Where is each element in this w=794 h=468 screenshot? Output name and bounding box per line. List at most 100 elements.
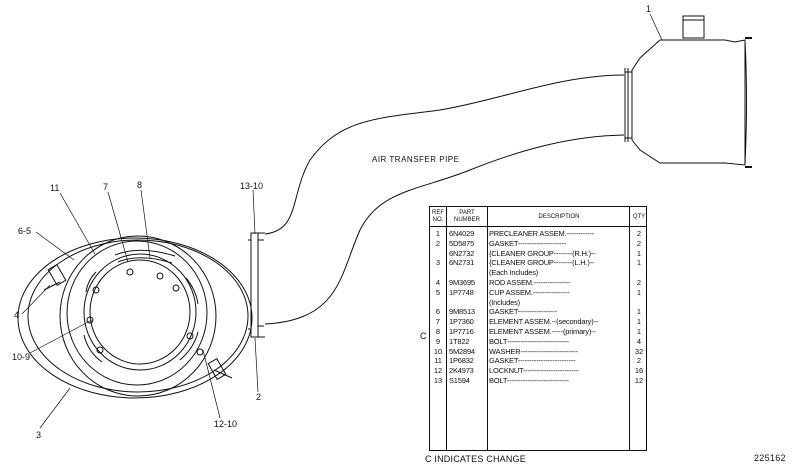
table-row: 8 1P7716 ELEMENT ASSEM.-----(primary)-- 1 bbox=[430, 327, 646, 336]
description-cell: CUP ASSEM.---------------- bbox=[489, 287, 570, 297]
description-cell: ELEMENT ASSEM.-----(primary)-- bbox=[489, 327, 596, 336]
table-row: 5 1P7748 CUP ASSEM.---------------- 1 bbox=[430, 288, 646, 297]
qty-cell: 4 bbox=[636, 336, 642, 346]
table-row: 6N2732 {CLEANER GROUP--------(R.H.)-- 1 bbox=[430, 249, 646, 258]
ref-cell: 4 bbox=[435, 278, 441, 287]
ref-cell: 1 bbox=[435, 229, 441, 238]
callout-4: 4 bbox=[14, 310, 19, 320]
drawing-number: 225162 bbox=[754, 453, 786, 463]
table-row: 3 6N2731 {CLEANER GROUP--------(L.H.)-- 1 bbox=[430, 258, 646, 267]
description-cell: ROD ASSEM.---------------- bbox=[489, 278, 571, 287]
callout-6-5: 6-5 bbox=[18, 226, 31, 236]
qty-cell: 2 bbox=[636, 238, 642, 248]
qty-cell: 2 bbox=[636, 356, 642, 366]
ref-cell: 9 bbox=[435, 336, 441, 346]
table-row: 1 6N4029 PRECLEANER ASSEM.------------ 2 bbox=[430, 229, 646, 238]
description-cell: LOCKNUT------------------------ bbox=[489, 366, 579, 376]
description-cell: PRECLEANER ASSEM.------------ bbox=[489, 229, 595, 238]
part-number-cell: 6N4029 bbox=[449, 229, 475, 238]
description-cell: BOLT--------------------------- bbox=[489, 336, 569, 346]
qty-cell: 32 bbox=[634, 346, 644, 356]
qty-cell: 2 bbox=[636, 229, 642, 238]
table-row: (Each Includes) bbox=[430, 268, 646, 277]
qty-cell: 1 bbox=[636, 287, 642, 297]
air-transfer-pipe-label: AIR TRANSFER PIPE bbox=[372, 155, 459, 164]
callout-2: 2 bbox=[256, 392, 261, 402]
description-cell: {CLEANER GROUP--------(L.H.)-- bbox=[489, 258, 595, 268]
ref-cell: 7 bbox=[435, 317, 441, 327]
part-number-cell: 1P6832 bbox=[449, 356, 474, 366]
column-divider bbox=[446, 207, 447, 450]
part-number-cell: 1P7716 bbox=[449, 327, 474, 336]
qty-cell: 16 bbox=[634, 366, 644, 376]
table-row: 12 2K4973 LOCKNUT------------------------ 1… bbox=[430, 366, 646, 375]
part-number-cell: S1594 bbox=[449, 376, 470, 385]
ref-cell: 6 bbox=[435, 307, 441, 317]
table-row: 4 9M3695 ROD ASSEM.---------------- 2 bbox=[430, 278, 646, 287]
header-part: PART NUMBER bbox=[453, 210, 480, 223]
column-divider bbox=[629, 207, 630, 450]
ref-cell: 13 bbox=[433, 376, 443, 385]
parts-list-table: REF NO. PART NUMBER DESCRIPTION QTY 1 6N4… bbox=[429, 206, 647, 451]
header-desc: DESCRIPTION bbox=[538, 213, 580, 220]
ref-cell: 11 bbox=[434, 356, 442, 366]
part-number-cell: 5D5875 bbox=[449, 238, 475, 248]
callout-13-10: 13-10 bbox=[240, 181, 263, 191]
table-row: 13 S1594 BOLT--------------------------- 12 bbox=[430, 376, 646, 385]
column-divider bbox=[487, 207, 488, 450]
table-row: 11 1P6832 GASKET------------------------- 2 bbox=[430, 356, 646, 365]
qty-cell: 1 bbox=[636, 307, 642, 317]
description-cell: WASHER------------------------- bbox=[489, 346, 578, 356]
callout-3: 3 bbox=[36, 430, 41, 440]
header-ref: REF NO. bbox=[432, 210, 444, 223]
qty-cell: 1 bbox=[636, 317, 642, 327]
qty-cell: 1 bbox=[636, 258, 642, 268]
callout-8: 8 bbox=[137, 180, 142, 190]
description-cell: GASKET--------------------- bbox=[489, 238, 567, 248]
table-row: 10 5M2894 WASHER------------------------- 3… bbox=[430, 347, 646, 356]
part-number-cell: 9M8513 bbox=[449, 307, 475, 317]
leader-lines bbox=[21, 13, 663, 429]
footnote: C INDICATES CHANGE bbox=[425, 454, 526, 464]
description-cell: (Includes) bbox=[489, 297, 520, 307]
qty-cell: 2 bbox=[636, 278, 642, 287]
qty-cell: 1 bbox=[636, 248, 642, 258]
change-marker: C bbox=[420, 331, 427, 341]
description-cell: (Each Includes) bbox=[489, 268, 539, 278]
part-number-cell: 2K4973 bbox=[449, 366, 474, 376]
description-cell: GASKET------------------------- bbox=[489, 356, 576, 366]
air-transfer-pipe bbox=[264, 74, 625, 325]
description-cell: BOLT--------------------------- bbox=[489, 376, 569, 385]
ref-cell: 10 bbox=[433, 346, 443, 356]
ref-cell: 2 bbox=[435, 238, 441, 248]
part-number-cell: 6N2731 bbox=[449, 258, 475, 268]
ref-cell: 12 bbox=[433, 366, 443, 376]
table-row: (Includes) bbox=[430, 298, 646, 307]
ref-cell: 5 bbox=[435, 287, 441, 297]
header-qty: QTY bbox=[632, 213, 646, 220]
table-header: REF NO. PART NUMBER DESCRIPTION QTY bbox=[430, 207, 646, 227]
part-number-cell: 9M3695 bbox=[449, 278, 475, 287]
ref-cell: 3 bbox=[435, 258, 441, 268]
description-cell: ELEMENT ASSEM.--(secondary)-- bbox=[489, 317, 599, 327]
qty-cell: 1 bbox=[636, 327, 642, 336]
callout-11: 11 bbox=[50, 183, 59, 193]
part-number-cell: 5M2894 bbox=[449, 346, 475, 356]
ref-cell: 8 bbox=[435, 327, 441, 336]
callout-10-9: 10-9 bbox=[12, 352, 30, 362]
callout-12-10: 12-10 bbox=[214, 419, 237, 429]
callout-1: 1 bbox=[646, 4, 651, 14]
part-number-cell: 6N2732 bbox=[449, 248, 475, 258]
pipe-flange bbox=[248, 232, 265, 338]
cleaner-group bbox=[17, 235, 253, 399]
table-row: 2 5D5875 GASKET--------------------- 2 bbox=[430, 239, 646, 248]
qty-cell: 12 bbox=[634, 376, 644, 385]
callout-7: 7 bbox=[103, 182, 108, 192]
description-cell: {CLEANER GROUP--------(R.H.)-- bbox=[489, 248, 596, 258]
part-number-cell: 1P7748 bbox=[449, 287, 474, 297]
callout-labels: 1 13-10 11 7 8 6-5 4 10-9 3 12-10 2 AIR … bbox=[12, 4, 651, 440]
